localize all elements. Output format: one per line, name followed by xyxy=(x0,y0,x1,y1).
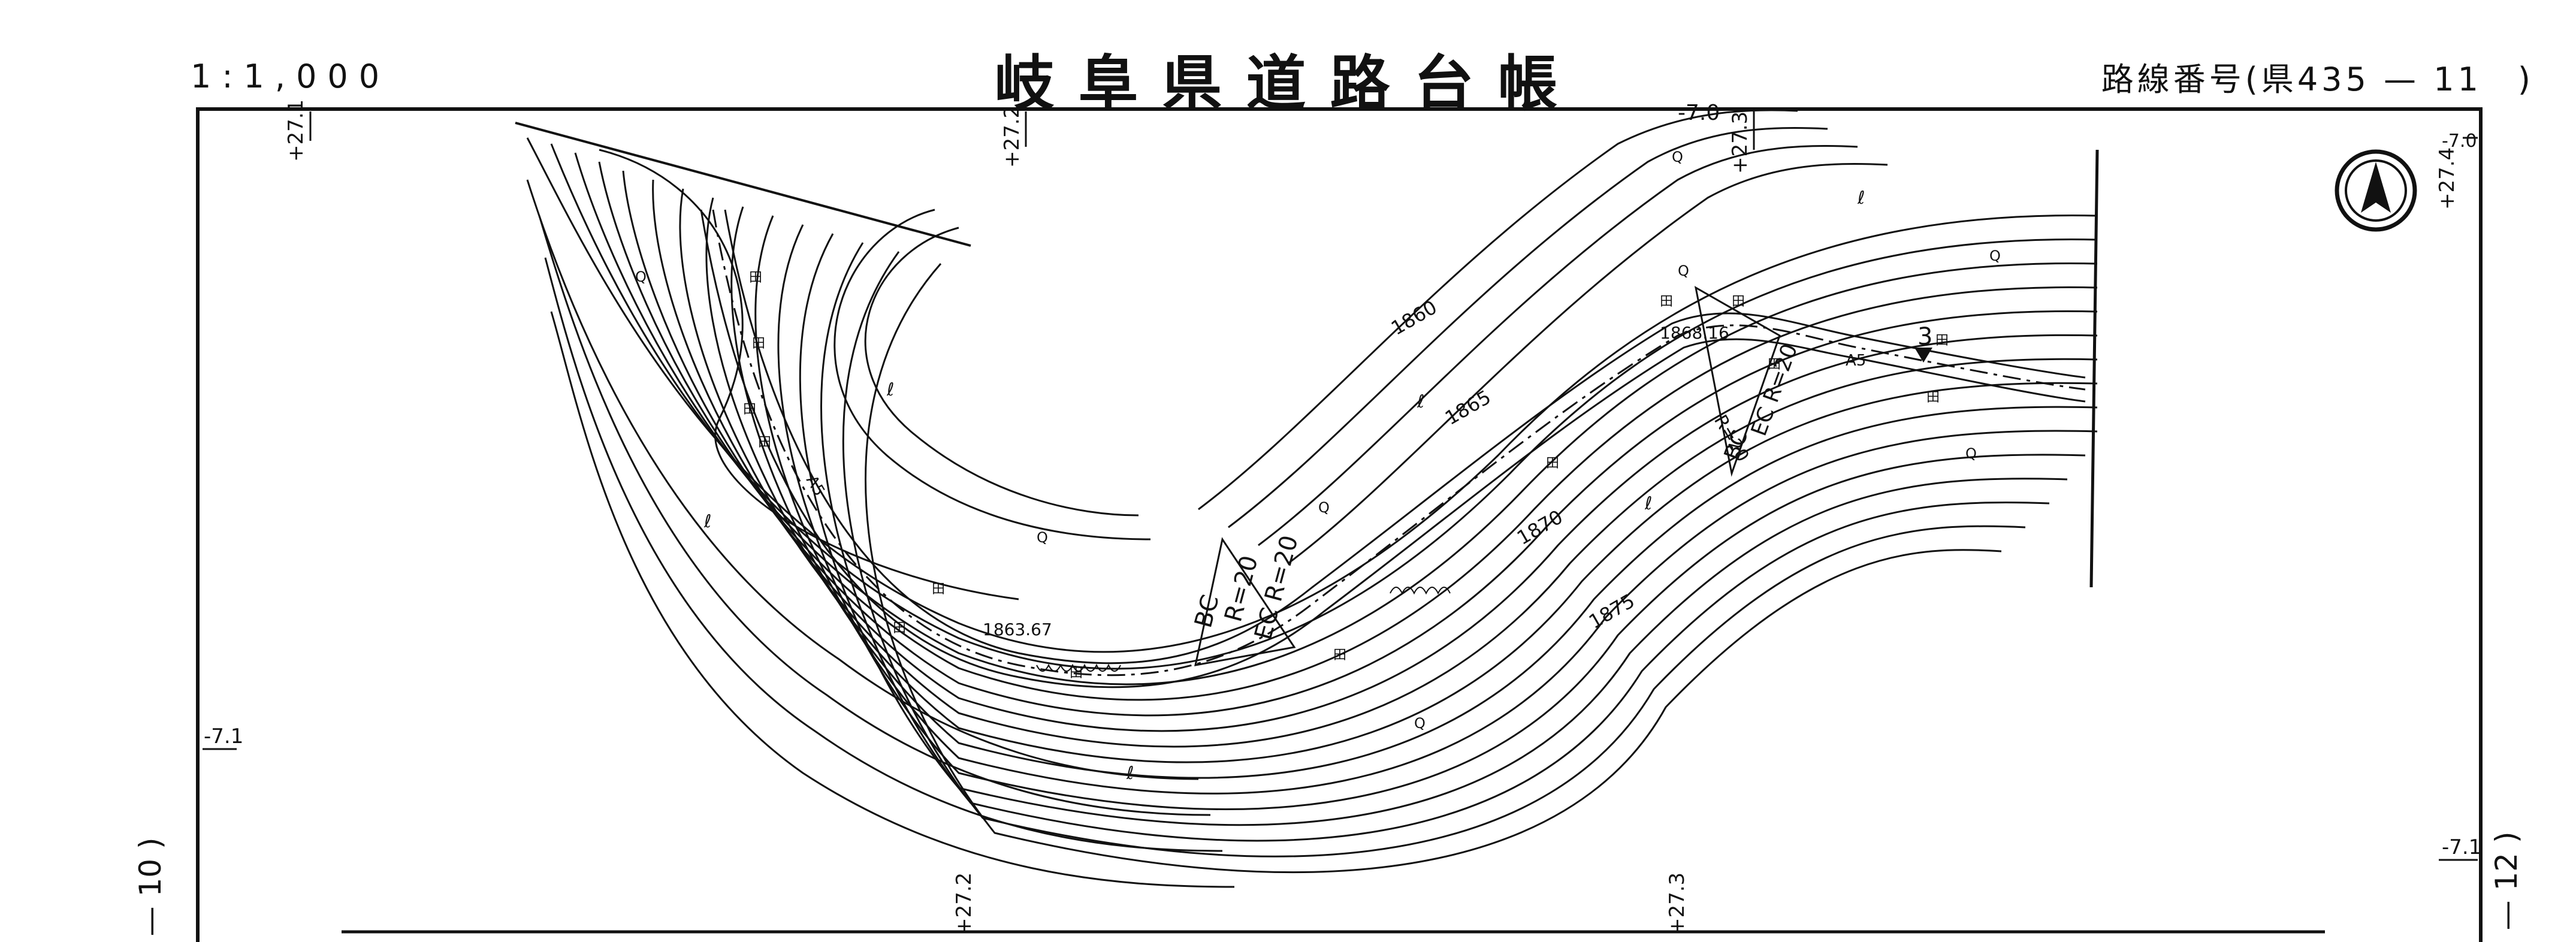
svg-text:田: 田 xyxy=(1660,294,1673,309)
road-alignment xyxy=(700,209,2086,689)
svg-text:Q: Q xyxy=(1414,715,1426,732)
curve-ec-right: EC R=20 xyxy=(1747,340,1802,439)
contour-label-1875: 1875 xyxy=(1585,589,1639,633)
map-border xyxy=(196,107,2483,942)
contour-lines xyxy=(526,109,2098,888)
forest-symbols: ℓ ℓ ℓ ℓ ℓ ℓ xyxy=(703,188,1865,784)
curve-bc-left: BC xyxy=(1189,592,1225,631)
svg-text:+27.3: +27.3 xyxy=(1728,111,1752,174)
svg-text:Q: Q xyxy=(1037,529,1048,546)
grid-label-top-right: +27.3 xyxy=(1728,111,1752,174)
road-label-a5-left: A5 xyxy=(802,473,828,500)
svg-text:田: 田 xyxy=(1935,333,1949,348)
svg-text:田: 田 xyxy=(752,336,765,351)
grid-label-bottom-left: +27.2 xyxy=(952,872,976,935)
road-label-a5-right: A5 xyxy=(1846,352,1866,370)
svg-text:Q: Q xyxy=(635,268,647,285)
map-title: 岐阜県道路台帳 xyxy=(994,49,1582,119)
svg-text:田: 田 xyxy=(1926,390,1940,405)
grid-label-top-dash: -7.0 xyxy=(1678,101,1720,125)
marker-triangle-icon xyxy=(1914,348,1932,363)
route-number: 路線番号(県435 — 11 ) xyxy=(2101,61,2534,98)
grid-label-top-left: +27.1 xyxy=(284,99,308,162)
svg-text:+27.2: +27.2 xyxy=(952,872,976,935)
svg-text:ℓ: ℓ xyxy=(1857,188,1865,209)
svg-text:Q: Q xyxy=(1989,247,2001,264)
grid-label-right-top: +27.4 xyxy=(2435,147,2459,210)
grid-label-bottom-right: +27.3 xyxy=(1665,872,1689,935)
spot-elevation-1: 1863.67 xyxy=(983,620,1052,639)
svg-text:Q: Q xyxy=(1678,262,1689,279)
svg-text:田: 田 xyxy=(758,435,771,450)
svg-text:田: 田 xyxy=(932,582,945,597)
right-sheet-label: — 12 ) xyxy=(2489,832,2524,931)
svg-text:ℓ: ℓ xyxy=(703,511,711,532)
contour-label-1860: 1860 xyxy=(1387,295,1441,340)
contour-label-1865: 1865 xyxy=(1441,385,1495,430)
spot-elevation-2: 1868.16 xyxy=(1660,323,1729,343)
svg-text:田: 田 xyxy=(893,621,906,636)
contour-label-1870: 1870 xyxy=(1513,505,1567,550)
svg-text:ℓ: ℓ xyxy=(1417,391,1424,412)
svg-text:田: 田 xyxy=(1546,456,1559,471)
svg-text:田: 田 xyxy=(1732,294,1745,309)
grid-label-right-mid: -7.1 xyxy=(2442,835,2481,859)
orchard-symbols: Q Q Q Q Q Q Q Q xyxy=(635,149,2001,732)
north-arrow-icon xyxy=(2335,149,2417,232)
svg-text:田: 田 xyxy=(743,402,756,417)
grid-label-right-dash: -7.0 xyxy=(2442,131,2477,152)
svg-text:ℓ: ℓ xyxy=(1644,493,1652,514)
svg-text:+27.2: +27.2 xyxy=(1000,105,1024,168)
svg-text:+27.1: +27.1 xyxy=(284,99,308,162)
svg-text:田: 田 xyxy=(1768,357,1781,372)
svg-text:Q: Q xyxy=(1965,445,1977,462)
field-symbols: 田 田 田 田 田 田 田 田 田 田 田 田 田 田 xyxy=(743,270,1949,681)
grid-label-left-mid: -7.1 xyxy=(204,724,243,748)
svg-text:+27.3: +27.3 xyxy=(1665,872,1689,935)
svg-text:田: 田 xyxy=(749,270,762,285)
curve-triangle-right xyxy=(1694,286,1781,477)
svg-text:— 10 ): — 10 ) xyxy=(133,838,168,937)
map-scale: 1:1,000 xyxy=(191,58,391,95)
svg-text:Q: Q xyxy=(1318,499,1330,516)
svg-text:+27.4: +27.4 xyxy=(2435,147,2459,210)
curve-triangle-left xyxy=(1194,537,1296,666)
marker-number: 3 xyxy=(1917,323,1932,351)
svg-text:ℓ: ℓ xyxy=(886,379,894,400)
svg-text:— 12 ): — 12 ) xyxy=(2489,832,2524,931)
curve-ec-left: EC R=20 xyxy=(1249,533,1304,643)
svg-text:Q: Q xyxy=(1672,149,1683,165)
grid-label-top-mid: +27.2 xyxy=(1000,105,1024,168)
left-sheet-label: — 10 ) xyxy=(133,838,168,937)
svg-text:田: 田 xyxy=(1333,648,1346,663)
retaining-wall xyxy=(1036,587,1451,672)
svg-text:ℓ: ℓ xyxy=(1126,763,1134,784)
svg-text:田: 田 xyxy=(1070,666,1083,681)
